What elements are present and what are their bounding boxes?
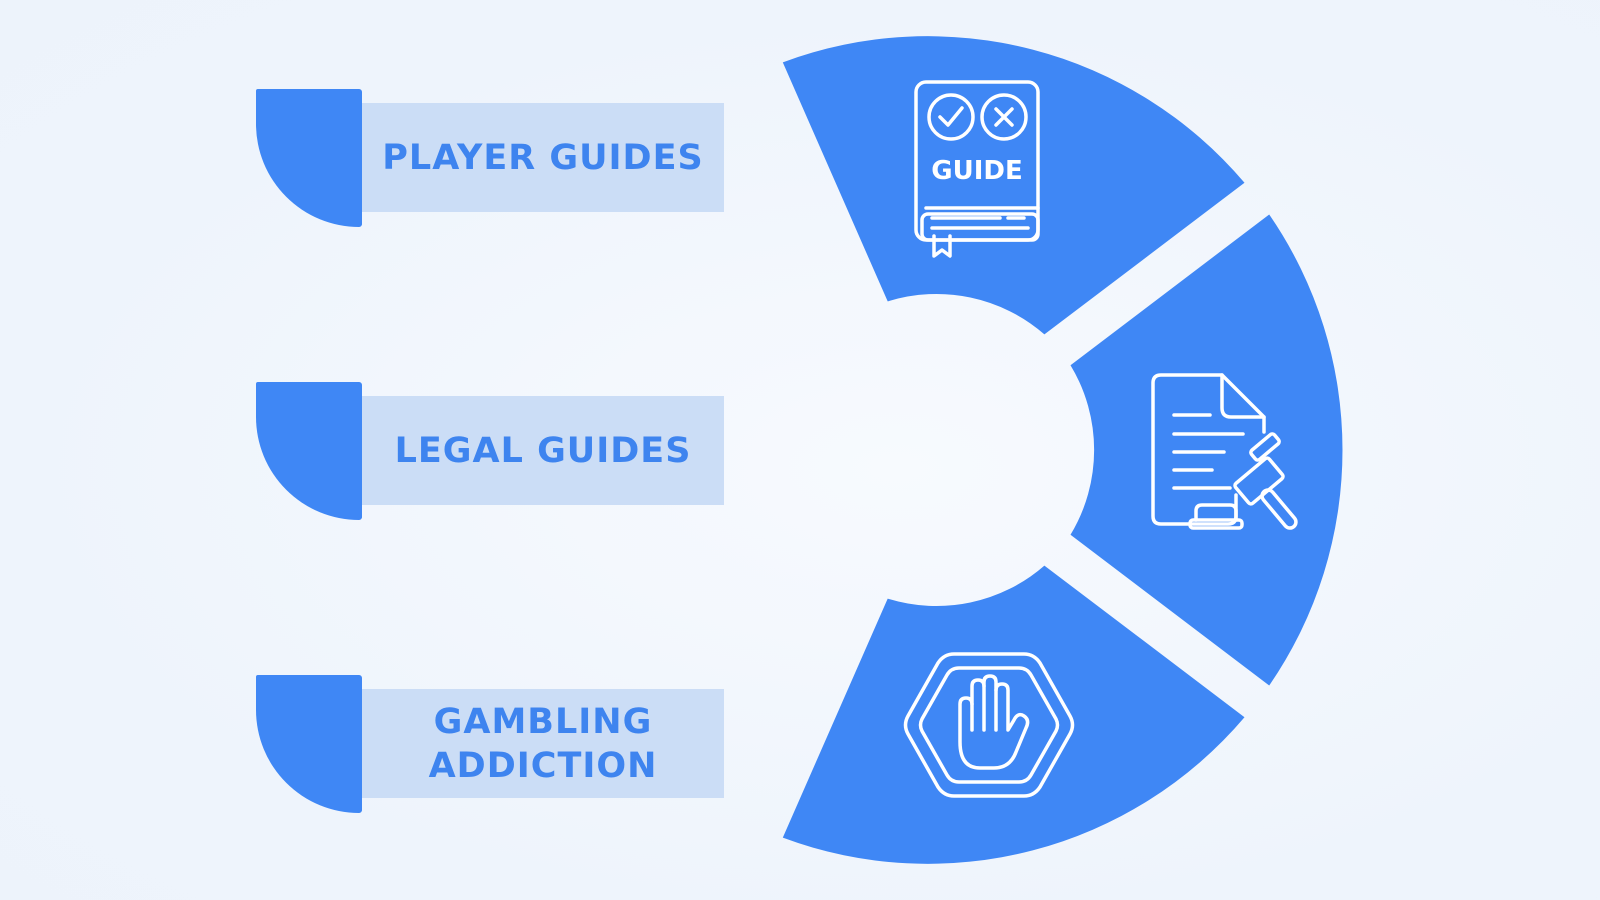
label-item-legal-guides[interactable]: LEGAL GUIDES xyxy=(256,382,724,520)
label-box: PLAYER GUIDES xyxy=(362,103,724,212)
guide-book-icon xyxy=(914,80,1040,258)
label-item-player-guides[interactable]: PLAYER GUIDES xyxy=(256,89,724,227)
label-text-gambling-addiction: GAMBLING ADDICTION xyxy=(428,701,658,786)
legal-document-gavel-icon xyxy=(1151,373,1298,530)
label-box: GAMBLING ADDICTION xyxy=(362,689,724,798)
label-text-legal-guides: LEGAL GUIDES xyxy=(394,430,692,471)
label-text-player-guides: PLAYER GUIDES xyxy=(382,137,704,178)
label-box: LEGAL GUIDES xyxy=(362,396,724,505)
segment-player-guides[interactable] xyxy=(782,36,1245,335)
stop-hand-icon xyxy=(903,652,1075,798)
segment-legal-guides[interactable] xyxy=(1070,214,1343,686)
segment-gambling-addiction[interactable] xyxy=(782,565,1245,864)
label-item-gambling-addiction[interactable]: GAMBLING ADDICTION xyxy=(256,675,724,813)
guide-icon-text: GUIDE xyxy=(931,156,1022,186)
